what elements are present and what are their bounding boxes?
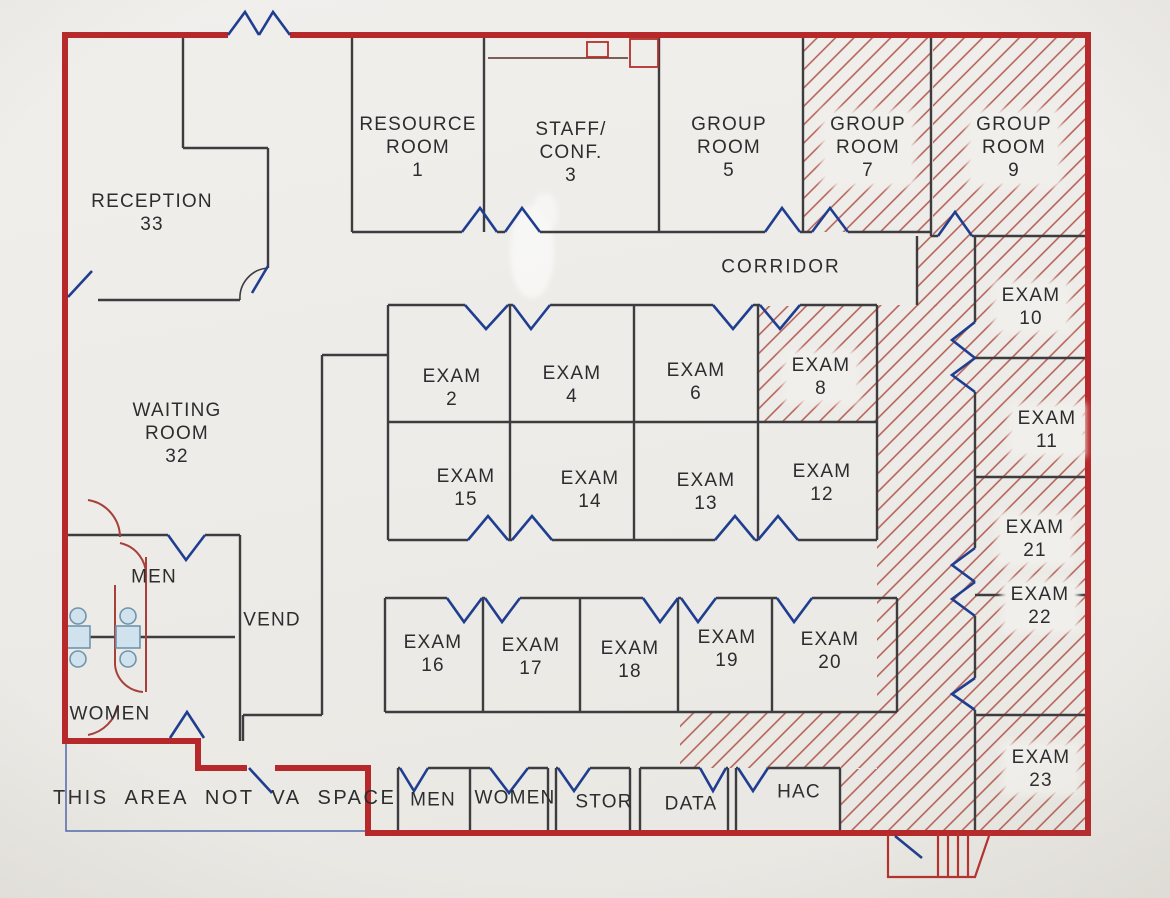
label-vend: VEND	[243, 609, 301, 631]
label-exam-12: EXAM 12	[792, 460, 852, 505]
label-group-room-9: GROUP ROOM 9	[971, 113, 1057, 183]
label-exam-14: EXAM 14	[560, 467, 620, 512]
stair-door-swing	[894, 834, 923, 860]
restroom-door-arc-men	[87, 499, 121, 538]
restroom-fixtures	[65, 607, 141, 668]
counter-casework	[488, 38, 659, 68]
hatch-corridor-strip	[877, 305, 975, 831]
reception-door-arc	[239, 267, 269, 301]
label-exam-20: EXAM 20	[800, 628, 860, 673]
label-exam-22: EXAM 22	[1005, 582, 1075, 630]
label-stor: STOR	[575, 791, 633, 813]
label-exam-15: EXAM 15	[436, 465, 496, 510]
label-exam-10: EXAM 10	[996, 283, 1066, 331]
label-men: MEN	[410, 789, 456, 811]
not-va-space-boundary	[65, 741, 368, 832]
label-exam-11: EXAM 11	[1012, 406, 1082, 454]
scan-smudge	[510, 193, 558, 298]
hatch-corridor-strip-top	[917, 236, 975, 306]
label-exam-17: EXAM 17	[501, 634, 561, 679]
label-exam-8: EXAM 8	[786, 353, 856, 401]
hatch-right-of-hac	[841, 769, 877, 831]
label-exam-4: EXAM 4	[542, 362, 602, 407]
label-reception: RECEPTION 33	[91, 190, 213, 235]
door-swings	[67, 9, 976, 860]
label-restroom-men: MEN	[131, 566, 177, 588]
label-exam-6: EXAM 6	[666, 359, 726, 404]
label-exam-18: EXAM 18	[600, 637, 660, 682]
hatch-south-corridor	[680, 713, 877, 768]
outer-red-boundary	[62, 32, 1091, 836]
casework-box-large	[629, 38, 659, 68]
label-hac: HAC	[777, 781, 821, 803]
label-waiting-room: WAITING ROOM 32	[132, 400, 222, 468]
label-exam-16: EXAM 16	[403, 631, 463, 676]
restroom-partitions	[87, 499, 148, 736]
label-exam-23: EXAM 23	[1006, 745, 1076, 793]
label-staff-conf: STAFF/ CONF. 3	[535, 119, 607, 187]
label-not-va-space-note: THIS AREA NOT VA SPACE	[53, 787, 397, 809]
label-group-room-5: GROUP ROOM 5	[691, 114, 767, 182]
label-resource-room: RESOURCE ROOM 1	[359, 114, 477, 182]
main-entrance-double-door	[226, 9, 292, 36]
label-exam-21: EXAM 21	[1000, 515, 1070, 563]
interior-walls	[62, 35, 1085, 831]
restroom-door-arc-women	[87, 704, 119, 736]
label-data: DATA	[664, 793, 718, 815]
label-corridor: CORRIDOR	[721, 256, 841, 278]
casework-box-small	[586, 41, 609, 58]
label-restroom-women: WOMEN	[69, 703, 151, 725]
stair-symbol	[886, 832, 992, 879]
label-women: WOMEN	[474, 787, 556, 809]
label-exam-13: EXAM 13	[676, 469, 736, 514]
label-group-room-7: GROUP ROOM 7	[825, 113, 911, 183]
label-exam-19: EXAM 19	[697, 626, 757, 671]
label-exam-2: EXAM 2	[422, 365, 482, 410]
